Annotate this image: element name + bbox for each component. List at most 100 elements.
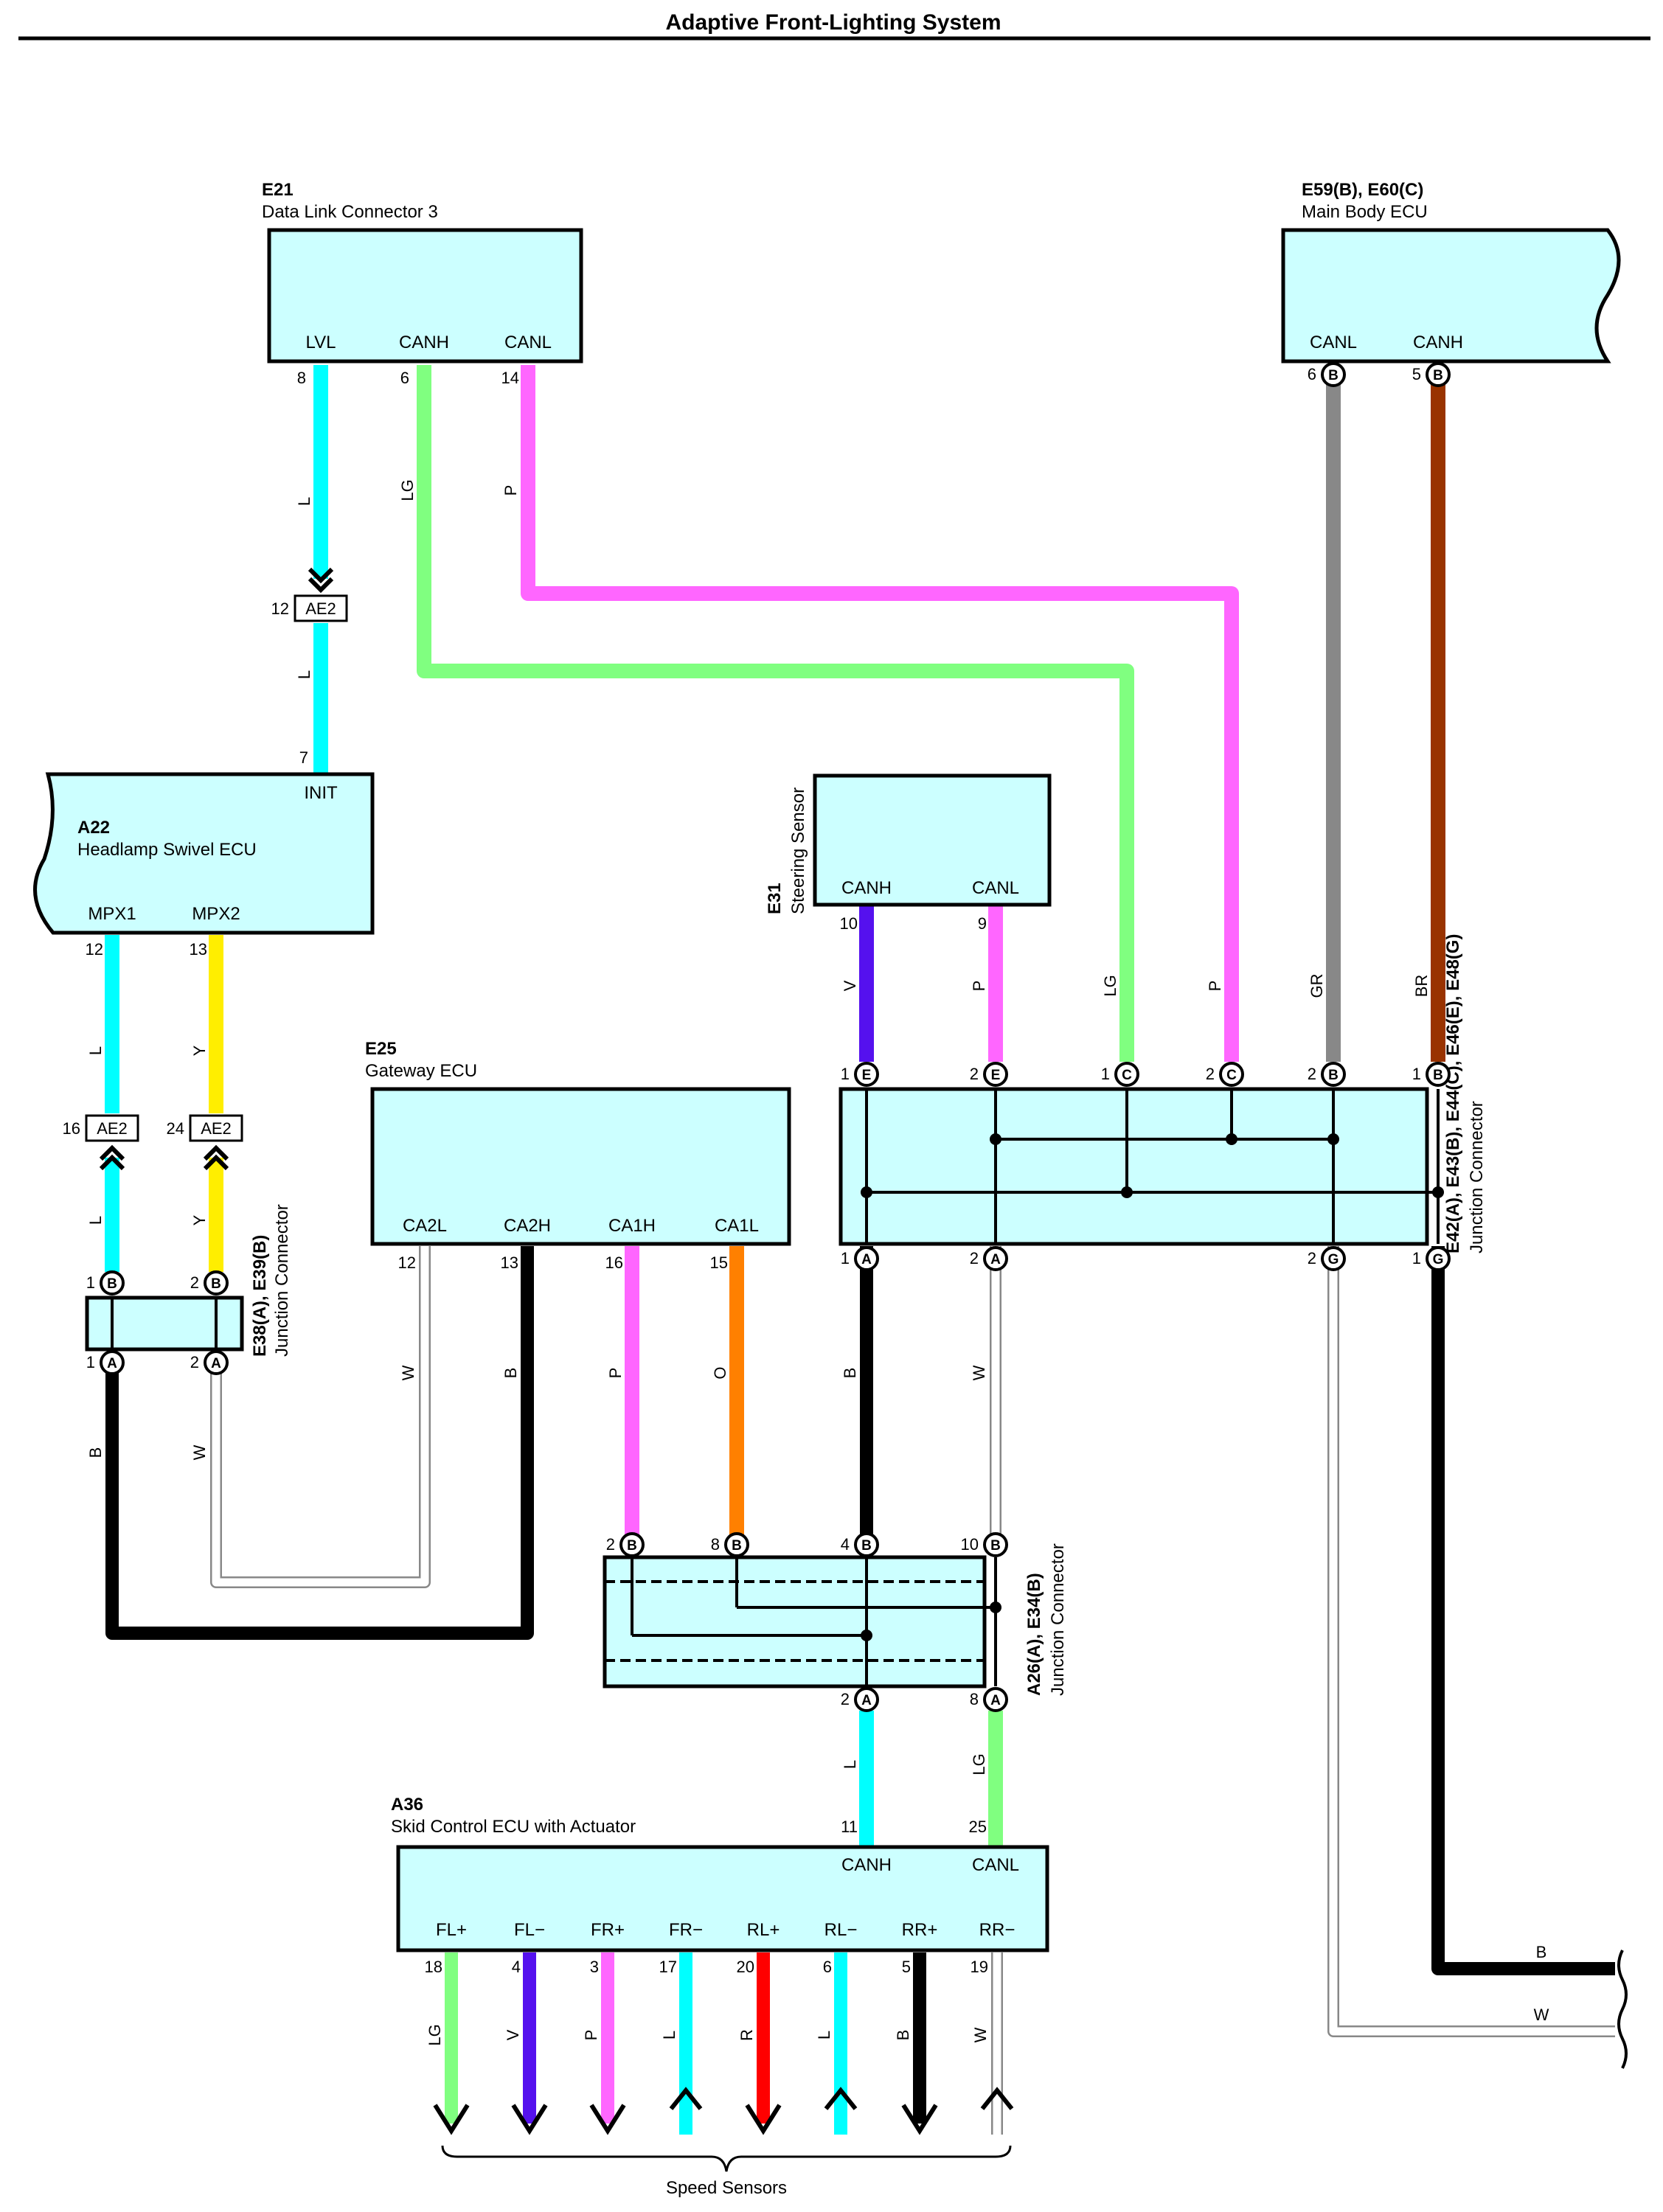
component-a26-junction: A26(A), E34(B) Junction Connector B B B … xyxy=(603,1532,1068,1712)
inline-connector-ae2-16: AE2 16 xyxy=(63,1114,139,1142)
terminal-label: G xyxy=(1433,1252,1444,1267)
pin-number: 12 xyxy=(86,940,103,959)
pin-number: 25 xyxy=(969,1818,987,1836)
pin-number: 1 xyxy=(1101,1065,1110,1083)
speed-sensor-wire xyxy=(589,1952,626,2135)
pin-number: 13 xyxy=(190,940,207,959)
wire-e21-canh xyxy=(417,365,1134,1062)
pin-number: 13 xyxy=(501,1253,518,1272)
wire-label: R xyxy=(737,2029,756,2041)
pin-number: 1 xyxy=(1412,1249,1421,1267)
cut-mark-icon xyxy=(1617,1950,1628,2069)
wire-e21-canl xyxy=(521,365,1239,1062)
terminal-label: A xyxy=(861,1693,872,1708)
pin-number: 16 xyxy=(605,1253,623,1272)
speed-sensor-wire xyxy=(433,1952,470,2135)
component-a22: A22 Headlamp Swivel ECU INIT MPX1 MPX2 7… xyxy=(33,748,375,959)
pin-name: CANH xyxy=(841,878,892,898)
component-e38-junction: E38(A), E39(B) Junction Connector B B A … xyxy=(85,1204,292,1375)
connector-arrow-icon xyxy=(308,577,334,594)
wire-label: L xyxy=(86,1216,105,1225)
pin-number: 1 xyxy=(841,1249,850,1267)
terminal-label: B xyxy=(107,1276,117,1292)
component-name: Junction Connector xyxy=(1467,1101,1487,1253)
inline-connector-id: AE2 xyxy=(305,599,336,618)
terminal-label: B xyxy=(1328,368,1339,383)
component-code: A36 xyxy=(391,1795,423,1815)
wire-label: W xyxy=(971,2027,990,2042)
terminal-label: A xyxy=(107,1356,117,1371)
wire-label: L xyxy=(86,1046,105,1055)
pin-number: 2 xyxy=(970,1249,979,1267)
wire-label: B xyxy=(1536,1943,1547,1961)
pin-name: CANH xyxy=(399,333,449,352)
component-name: Gateway ECU xyxy=(365,1061,477,1081)
pin-number: 4 xyxy=(512,1958,521,1976)
pin-number: 2 xyxy=(1308,1065,1316,1083)
terminal-label: C xyxy=(1226,1068,1237,1083)
wire-e21-lvl xyxy=(308,365,334,774)
component-main-body-ecu: E59(B), E60(C) Main Body ECU CANL CANH B… xyxy=(1281,180,1621,387)
pin-name: INIT xyxy=(304,783,338,803)
pin-number: 2 xyxy=(1206,1065,1215,1083)
wire-mpx2 xyxy=(203,935,229,1272)
terminal-label: B xyxy=(1433,368,1443,383)
arrow-up-icon xyxy=(669,2087,703,2110)
wire-label: O xyxy=(711,1366,729,1379)
pin-name: FL− xyxy=(514,1920,545,1940)
pin-number: 15 xyxy=(710,1253,728,1272)
pin-name: CANL xyxy=(1310,333,1357,352)
pin-number: 9 xyxy=(978,914,987,933)
terminal-label: E xyxy=(991,1068,1001,1083)
pin-number: 8 xyxy=(970,1690,979,1708)
pin-name: RR+ xyxy=(902,1920,938,1940)
wire-label: LG xyxy=(1101,975,1119,996)
pin-number: 2 xyxy=(190,1353,199,1371)
pin-number: 5 xyxy=(902,1958,911,1976)
arrow-down-icon xyxy=(745,2104,782,2135)
pin-name: RL+ xyxy=(747,1920,780,1940)
arrow-up-icon xyxy=(824,2087,858,2110)
wire-e38-a2 xyxy=(210,1246,431,1588)
pin-number: 3 xyxy=(590,1958,599,1976)
wire-jc-g2 xyxy=(1327,1246,1615,2037)
terminal-label: C xyxy=(1122,1068,1132,1083)
inline-connector-ae2-24: AE2 24 xyxy=(167,1114,243,1142)
inline-connector-pin: 16 xyxy=(63,1119,80,1138)
pin-name: CANH xyxy=(1413,333,1463,352)
wire-label: BR xyxy=(1412,975,1431,998)
wire-e38-a1 xyxy=(105,1246,534,1640)
component-code: E21 xyxy=(262,180,294,200)
inline-connector-id: AE2 xyxy=(97,1119,128,1138)
component-name: Main Body ECU xyxy=(1302,202,1428,222)
terminal-label: B xyxy=(732,1538,742,1554)
terminal-label: B xyxy=(1328,1068,1339,1083)
terminal-label: G xyxy=(1328,1252,1339,1267)
component-code: E59(B), E60(C) xyxy=(1302,180,1423,200)
connector-arrow-icon xyxy=(203,1154,229,1171)
speed-sensor-wire xyxy=(980,1952,1014,2135)
speed-sensors-label: Speed Sensors xyxy=(666,2178,787,2198)
pin-number: 14 xyxy=(501,369,519,387)
terminal-label: A xyxy=(990,1693,1001,1708)
speed-sensor-wire xyxy=(511,1952,548,2135)
pin-number: 6 xyxy=(400,369,409,387)
pin-number: 8 xyxy=(711,1535,720,1554)
terminal-label: E xyxy=(862,1068,872,1083)
arrow-up-icon xyxy=(980,2087,1014,2110)
component-code: E25 xyxy=(365,1039,397,1059)
wires xyxy=(99,365,1628,2069)
pin-name: FR+ xyxy=(591,1920,625,1940)
wire-jc-g1 xyxy=(1431,1246,1615,1975)
wire-label: P xyxy=(582,2030,600,2041)
pin-number: 11 xyxy=(841,1818,858,1836)
terminal-label: B xyxy=(1433,1068,1443,1083)
wire-label: W xyxy=(399,1365,417,1380)
component-e31: E31 Steering Sensor CANH CANL 10 9 xyxy=(765,773,1052,933)
wire-label: GR xyxy=(1308,974,1326,998)
pin-number: 2 xyxy=(841,1690,850,1708)
pin-name: CANL xyxy=(504,333,552,352)
wire-label: W xyxy=(1534,2006,1549,2024)
